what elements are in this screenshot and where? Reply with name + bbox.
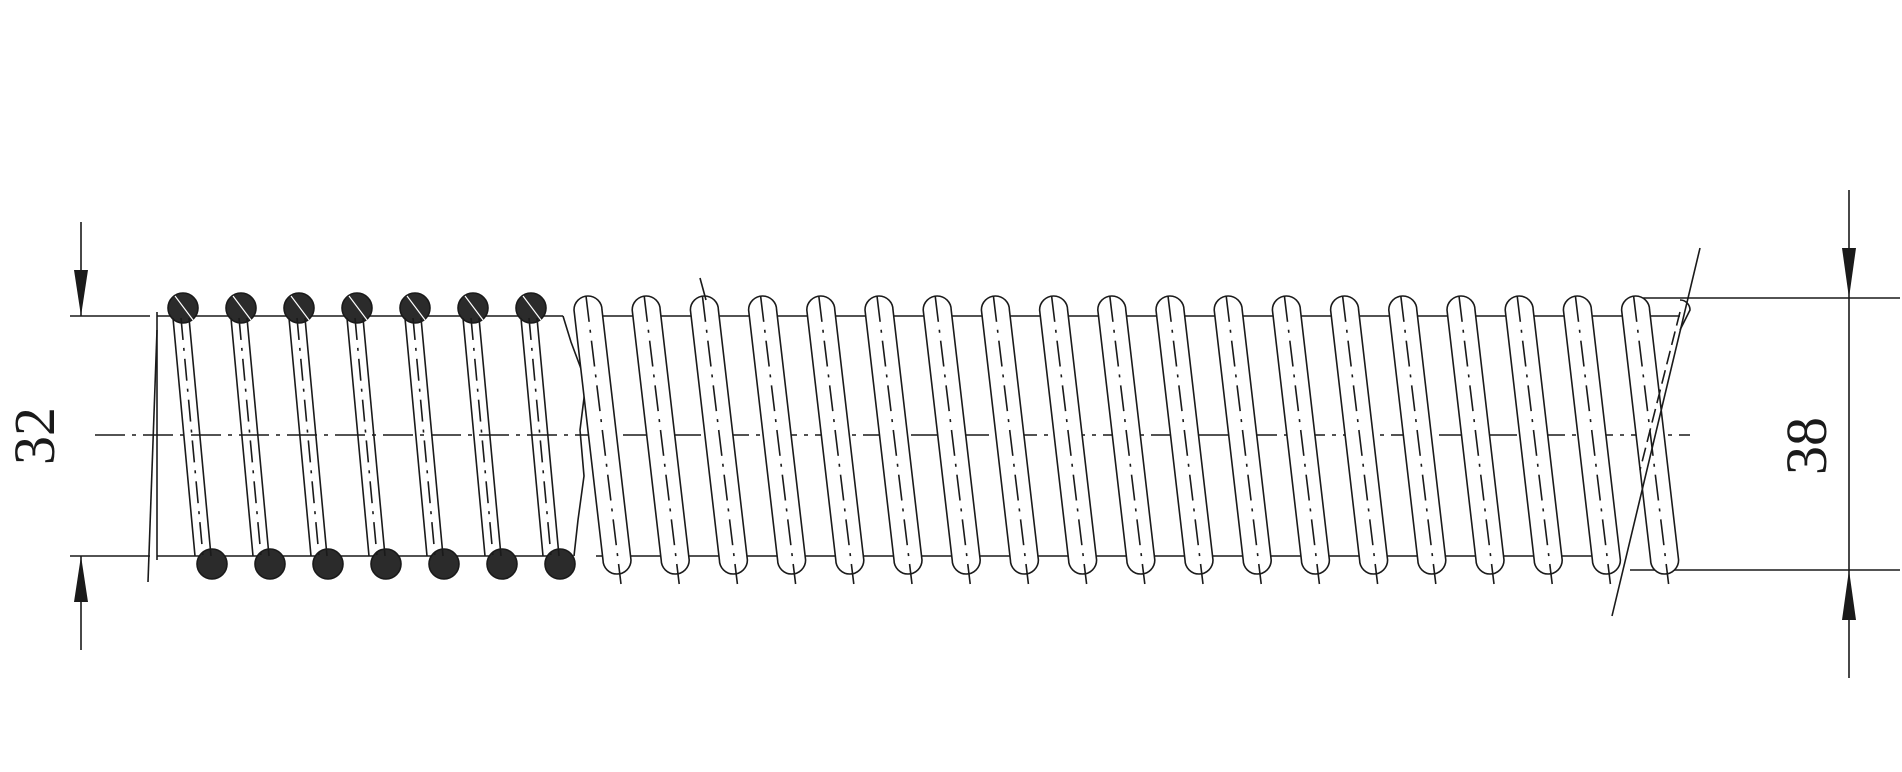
helix-coil-axis bbox=[818, 295, 855, 585]
helix-coil-axis bbox=[1516, 295, 1553, 585]
section-helix-line bbox=[304, 317, 328, 557]
section-wire-bottom bbox=[312, 548, 344, 580]
section-wire-bottom bbox=[196, 548, 228, 580]
section-helix-line bbox=[362, 317, 386, 557]
section-helix-line bbox=[246, 317, 270, 557]
helix-coil-axis bbox=[585, 295, 622, 585]
section-wire-top bbox=[515, 292, 547, 324]
helix-coil-axis bbox=[992, 295, 1030, 585]
helix-coil-axis bbox=[1109, 295, 1146, 585]
helix-coil-axis bbox=[1574, 295, 1612, 585]
section-hatch bbox=[348, 295, 368, 321]
section-helix-line bbox=[288, 317, 312, 557]
section-wire-top bbox=[399, 292, 431, 324]
helix-coil-axis bbox=[876, 295, 913, 585]
section-hatch bbox=[522, 295, 542, 321]
section-helix-line bbox=[478, 317, 502, 557]
section-helix-line bbox=[536, 317, 560, 557]
section-hatch bbox=[174, 295, 194, 321]
dimension-arrows bbox=[74, 248, 1856, 620]
section-wire-top bbox=[457, 292, 489, 324]
section-helix-line bbox=[172, 317, 196, 557]
section-hatch bbox=[290, 295, 310, 321]
right-arrow-top bbox=[1842, 248, 1856, 298]
section-helix-line bbox=[420, 317, 444, 557]
section-helix-line bbox=[404, 317, 428, 557]
section-wire-top bbox=[225, 292, 257, 324]
dimension-lines bbox=[70, 190, 1900, 678]
helix-coil-axis bbox=[1167, 295, 1204, 585]
section-hatch bbox=[406, 295, 426, 321]
helix-coil-axis bbox=[934, 295, 971, 585]
section-helix-line bbox=[188, 317, 212, 557]
section-wire-bottom bbox=[370, 548, 402, 580]
outer-diameter-label: 38 bbox=[1774, 417, 1839, 475]
left-arrow-top bbox=[74, 270, 88, 316]
right-cut-hidden-line bbox=[1639, 311, 1681, 471]
section-helix-line bbox=[462, 317, 486, 557]
section-helix-line bbox=[346, 317, 370, 557]
helix-coil-axis bbox=[1458, 295, 1495, 585]
helix-coil-axis bbox=[1225, 295, 1262, 585]
hose-body bbox=[147, 247, 1701, 617]
break-line bbox=[562, 315, 587, 557]
lead-mark bbox=[699, 277, 707, 301]
section-left-cut-line bbox=[147, 329, 158, 583]
section-helix-line bbox=[520, 317, 544, 557]
helix-coil-axis bbox=[1050, 295, 1088, 585]
section-wire-top bbox=[283, 292, 315, 324]
section-wire-top bbox=[341, 292, 373, 324]
inner-diameter-label: 32 bbox=[2, 407, 67, 465]
helix-coil-axis bbox=[701, 295, 739, 585]
section-wire-bottom bbox=[428, 548, 460, 580]
section-hatch bbox=[464, 295, 484, 321]
section-helix-line bbox=[230, 317, 254, 557]
helix-coil-axis bbox=[643, 295, 680, 585]
helix-coil-axis bbox=[1283, 295, 1321, 585]
helix-coil-axis bbox=[1341, 295, 1379, 585]
right-arrow-bottom bbox=[1842, 570, 1856, 620]
right-cut-line bbox=[1611, 247, 1701, 617]
section-wire-top bbox=[167, 292, 199, 324]
helix-coil-axis bbox=[759, 295, 797, 585]
section-wire-bottom bbox=[486, 548, 518, 580]
section-wire-bottom bbox=[544, 548, 576, 580]
section-wire-bottom bbox=[254, 548, 286, 580]
helix-coil-axis bbox=[1400, 295, 1437, 585]
left-arrow-bottom bbox=[74, 556, 88, 602]
right-end-cap bbox=[1679, 299, 1691, 331]
section-hatch bbox=[232, 295, 252, 321]
helix-coil-axis bbox=[1632, 295, 1670, 585]
